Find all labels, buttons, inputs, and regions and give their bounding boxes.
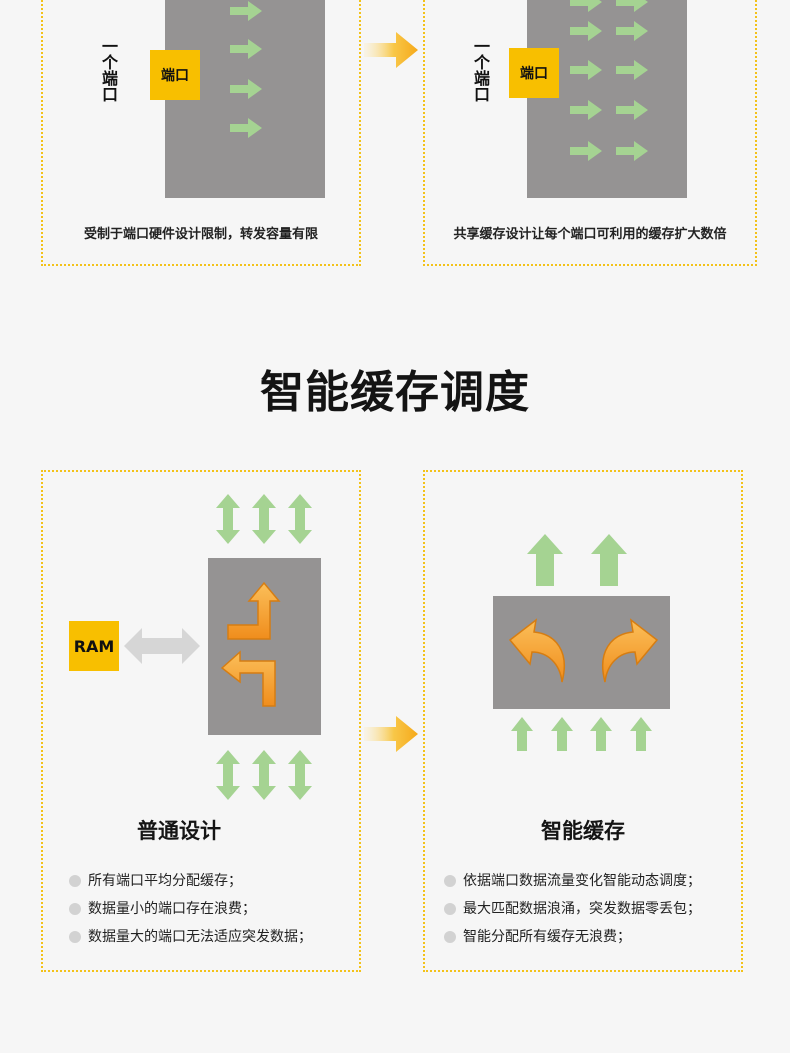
right-arrow-icon — [230, 118, 262, 138]
list-item: 智能分配所有缓存无浪费； — [444, 923, 701, 951]
curved-arrow-icon — [508, 618, 565, 683]
right-arrow-icon — [570, 141, 602, 161]
bullet-dot-icon — [444, 875, 456, 887]
smart-cache-bullets: 依据端口数据流量变化智能动态调度； 最大匹配数据浪涌，突发数据零丢包； 智能分配… — [444, 867, 701, 951]
bullet-text: 最大匹配数据浪涌，突发数据零丢包； — [463, 901, 701, 917]
vertical-port-label: 一个端口 — [99, 38, 121, 102]
up-arrow-icon — [590, 717, 612, 751]
bullet-dot-icon — [69, 931, 81, 943]
transition-arrow-icon — [364, 716, 418, 752]
list-item: 数据量大的端口无法适应突发数据； — [69, 923, 312, 951]
right-arrow-icon — [570, 60, 602, 80]
vertical-port-label: 一个端口 — [471, 38, 493, 102]
shared-cache-block — [527, 0, 687, 198]
right-arrow-icon — [570, 21, 602, 41]
curved-arrow-icon — [602, 618, 659, 683]
right-arrow-icon — [616, 21, 648, 41]
smart-cache-title: 智能缓存 — [541, 819, 625, 843]
bullet-text: 智能分配所有缓存无浪费； — [463, 929, 631, 945]
vertical-label-text: 一个端口 — [471, 38, 490, 102]
port-badge: 端口 — [150, 50, 200, 100]
right-arrow-icon — [570, 0, 602, 12]
top-left-caption: 受制于端口硬件设计限制，转发容量有限 — [83, 227, 318, 242]
bullet-text: 所有端口平均分配缓存； — [88, 873, 242, 889]
bullet-dot-icon — [69, 903, 81, 915]
bullet-dot-icon — [444, 903, 456, 915]
up-arrow-icon — [527, 534, 563, 586]
double-arrow-icon — [288, 494, 312, 544]
turn-arrow-icon — [227, 581, 281, 640]
list-item: 依据端口数据流量变化智能动态调度； — [444, 867, 701, 895]
section-title: 智能缓存调度 — [260, 367, 530, 418]
bullet-text: 数据量小的端口存在浪费； — [88, 901, 256, 917]
list-item: 最大匹配数据浪涌，突发数据零丢包； — [444, 895, 701, 923]
double-arrow-icon — [216, 750, 240, 800]
up-arrow-icon — [591, 534, 627, 586]
double-arrow-icon — [216, 494, 240, 544]
right-arrow-icon — [230, 79, 262, 99]
up-arrow-icon — [511, 717, 533, 751]
double-arrow-icon — [288, 750, 312, 800]
double-arrow-icon — [252, 750, 276, 800]
up-arrow-icon — [551, 717, 573, 751]
bullet-dot-icon — [444, 931, 456, 943]
bullet-text: 依据端口数据流量变化智能动态调度； — [463, 873, 701, 889]
smart-cache-panel — [423, 470, 743, 972]
turn-arrow-icon — [220, 650, 276, 707]
list-item: 数据量小的端口存在浪费； — [69, 895, 312, 923]
list-item: 所有端口平均分配缓存； — [69, 867, 312, 895]
bullet-dot-icon — [69, 875, 81, 887]
right-arrow-icon — [616, 0, 648, 12]
right-arrow-icon — [230, 1, 262, 21]
right-arrow-icon — [616, 100, 648, 120]
normal-design-bullets: 所有端口平均分配缓存； 数据量小的端口存在浪费； 数据量大的端口无法适应突发数据… — [69, 867, 312, 951]
double-arrow-icon — [252, 494, 276, 544]
right-arrow-icon — [616, 60, 648, 80]
vertical-label-text: 一个端口 — [99, 38, 118, 102]
right-arrow-icon — [230, 39, 262, 59]
top-right-caption: 共享缓存设计让每个端口可利用的缓存扩大数倍 — [453, 227, 727, 242]
up-arrow-icon — [630, 717, 652, 751]
normal-design-title: 普通设计 — [137, 819, 221, 843]
double-arrow-icon — [124, 628, 200, 664]
bullet-text: 数据量大的端口无法适应突发数据； — [88, 929, 312, 945]
transition-arrow-icon — [364, 32, 418, 68]
port-badge: 端口 — [509, 48, 559, 98]
right-arrow-icon — [616, 141, 648, 161]
right-arrow-icon — [570, 100, 602, 120]
ram-block: RAM — [69, 621, 119, 671]
